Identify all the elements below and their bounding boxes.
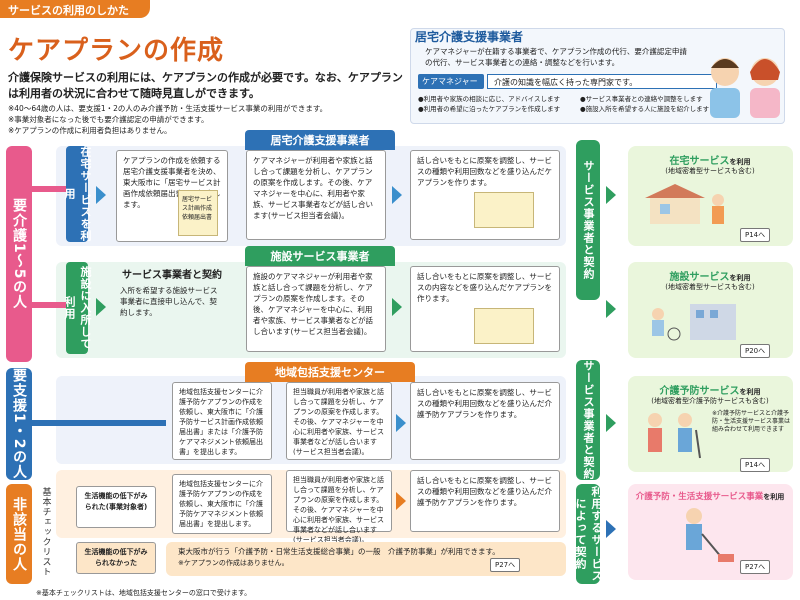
higaito-label: 非該当の人 bbox=[6, 484, 32, 584]
page-ref-p20[interactable]: P20へ bbox=[740, 344, 771, 358]
note-1: ※40～64歳の人は、要支援1・2の人のみ介護予防・生活支援サービス事業の利用が… bbox=[8, 104, 328, 113]
result-note: ※介護予防サービスと介護予防・生活支援サービス事業は組み合わせて利用できます bbox=[712, 410, 791, 433]
facility-illustration bbox=[640, 298, 740, 342]
arrow-right bbox=[96, 186, 106, 204]
page-ref-p14[interactable]: P14へ bbox=[740, 458, 771, 472]
row2-header: 施設サービス事業者 bbox=[245, 246, 395, 266]
row2-contract-title: サービス事業者と契約 bbox=[122, 270, 222, 281]
row2-cm-box: 施設のケアマネジャーが利用者や家族と話し合って課題を分析し、ケアプランの原案を作… bbox=[246, 266, 386, 352]
page-ref-p27[interactable]: P27へ bbox=[490, 558, 521, 572]
arrow-right bbox=[606, 186, 616, 204]
result-sub: (地域密着型サービスも含む) bbox=[665, 283, 755, 291]
general-service-note: ※ケアプランの作成はありません。 bbox=[178, 559, 289, 567]
info-bullet: ●利用者の希望に沿ったケアプランを作成します bbox=[418, 105, 561, 113]
yokaigo-label: 要介護1～5の人 bbox=[6, 146, 32, 362]
care-plan-image bbox=[474, 192, 534, 228]
arrow-line bbox=[32, 302, 66, 308]
info-bullet: ●サービス事業者との連絡や調整をします bbox=[580, 95, 703, 103]
row3-talk-box: 話し合いをもとに原案を調整し、サービスの種類や利用回数などを盛り込んだ介護予防ケ… bbox=[410, 382, 560, 460]
zaitaku-label: 在宅サービスを利用 bbox=[63, 146, 92, 242]
info-bullet: ●利用者や家族の相談に応じ、アドバイスします bbox=[418, 95, 560, 103]
care-manager-desc: 介護の知識を幅広く持った専門家です。 bbox=[487, 74, 717, 89]
result-title: 介護予防サービスを利用 bbox=[659, 386, 761, 397]
row3-header: 地域包括支援センター bbox=[245, 362, 415, 382]
result-title: 在宅サービスを利用 bbox=[669, 156, 751, 167]
vacuum-illustration bbox=[670, 506, 740, 566]
info-box-title: 居宅介護支援事業者 bbox=[415, 30, 524, 44]
arrow-right bbox=[96, 298, 106, 316]
arrow-right bbox=[396, 492, 406, 510]
arrow-right bbox=[606, 520, 616, 538]
arrow-right bbox=[392, 298, 402, 316]
row4-b-box: 生活機能の低下がみられなかった bbox=[76, 542, 156, 574]
row4-talk-box: 話し合いをもとに原案を調整し、サービスの種類や利用回数などを盛り込んだ介護予防ケ… bbox=[410, 470, 560, 532]
row2-contract-box: サービス事業者と契約 入所を希望する施設サービス事業者に直接申し込んで、契約しま… bbox=[116, 266, 228, 352]
info-bullet: ●施設入所を希望する人に施設を紹介します bbox=[580, 105, 710, 113]
arrow-line bbox=[32, 186, 66, 192]
contract-bar-3: 利用するサービスによって契約 bbox=[574, 484, 603, 584]
result-sub: (地域密着型介護予防サービスも含む) bbox=[651, 397, 769, 405]
row1-header: 居宅介護支援事業者 bbox=[245, 130, 395, 150]
page-ref-p27[interactable]: P27へ bbox=[740, 560, 771, 574]
result-sub: (地域密着型サービスも含む) bbox=[665, 167, 755, 175]
page-title: ケアプランの作成 bbox=[8, 36, 225, 66]
section-tag: サービスの利用のしかた bbox=[0, 0, 150, 18]
row3-doc-box: 地域包括支援センターに介護予防ケアプランの作成を依頼し、東大阪市に「介護予防サー… bbox=[172, 382, 272, 460]
row4-a-box: 生活機能の低下がみられた(事業対象者) bbox=[76, 486, 156, 528]
arrow-right bbox=[606, 414, 616, 432]
row2-contract-desc: 入所を希望する施設サービス事業者に直接申し込んで、契約します。 bbox=[120, 286, 218, 317]
row1-cm-box: ケアマネジャーが利用者や家族と話し合って課題を分析し、ケアプランの原案を作成しま… bbox=[246, 150, 386, 240]
care-manager-label: ケアマネジャー bbox=[418, 74, 484, 89]
row4-doc-box: 地域包括支援センターに介護予防ケアプランの作成を依頼し、東大阪市に「介護予防ケア… bbox=[172, 474, 272, 534]
contract-bar-1: サービス事業者と契約 bbox=[576, 140, 600, 300]
kihon-checklist-label: 基本チェックリスト bbox=[40, 487, 51, 577]
row3-cm-box: 担当職員が利用者や家族と話し合って課題を分析し、ケアプランの原案を作成します。そ… bbox=[286, 382, 392, 460]
row4-cm-box: 担当職員が利用者や家族と話し合って課題を分析し、ケアプランの原案を作成します。そ… bbox=[286, 470, 392, 544]
application-form-image: 居宅サービス計画作成依頼届出書 bbox=[178, 190, 218, 236]
info-box-desc: ケアマネジャーが在籍する事業者で、ケアプラン作成の代行、要介護認定申請の代行、サ… bbox=[425, 47, 687, 67]
general-service-text: 東大阪市が行う「介護予防・日常生活支援総合事業」の一般 介護予防事業」が利用でき… bbox=[178, 547, 500, 556]
arrow-right bbox=[606, 300, 616, 318]
result-title: 介護予防・生活支援サービス事業を利用 bbox=[635, 492, 785, 502]
arrow-right bbox=[392, 186, 402, 204]
yoshien-label: 要支援1・2の人 bbox=[6, 368, 32, 480]
note-3: ※ケアプランの作成に利用者負担はありません。 bbox=[8, 126, 172, 135]
result-title: 施設サービスを利用 bbox=[669, 272, 751, 283]
intro-text: 介護保険サービスの利用には、ケアプランの作成が必要です。なお、ケアプランは利用者… bbox=[8, 71, 403, 100]
footnote: ※基本チェックリストは、地域包括支援センターの窓口で受けます。 bbox=[36, 589, 252, 597]
shisetsu-label: 施設に入所して利用 bbox=[63, 262, 92, 354]
arrow-line bbox=[32, 420, 166, 426]
care-managers-illustration bbox=[700, 50, 790, 120]
care-plan-image bbox=[474, 308, 534, 344]
arrow-right bbox=[396, 414, 406, 432]
contract-bar-2: サービス事業者と契約 bbox=[576, 360, 600, 480]
house-illustration bbox=[640, 182, 730, 226]
elderly-couple-illustration bbox=[640, 410, 706, 460]
page-ref-p14[interactable]: P14へ bbox=[740, 228, 771, 242]
note-2: ※事業対象者になった後でも要介護認定の申請ができます。 bbox=[8, 115, 209, 124]
